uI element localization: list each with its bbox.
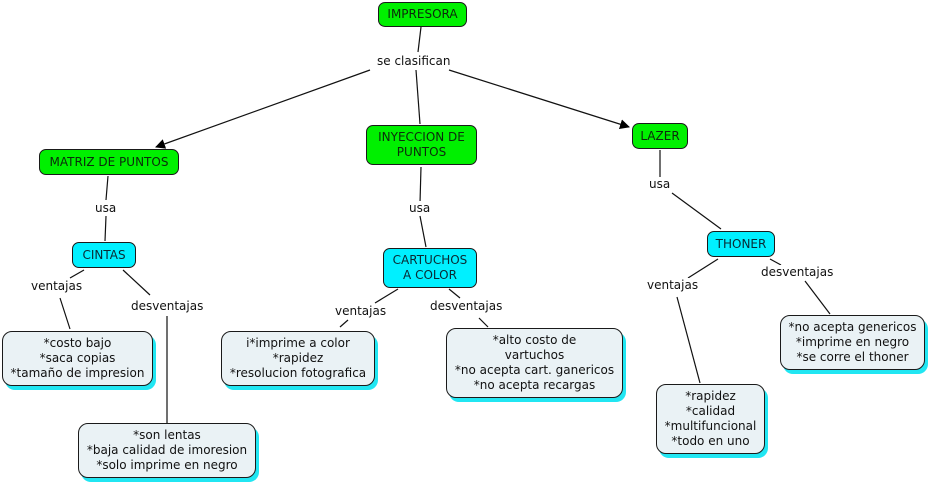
arrow-to-lazer — [448, 69, 630, 130]
note-advantages-inyeccion[interactable]: i*imprime a color *rapidez *resolucion f… — [221, 331, 375, 386]
node-impresora[interactable]: IMPRESORA — [378, 2, 467, 27]
node-thoner[interactable]: THONER — [707, 231, 775, 257]
arrow-to-matriz — [155, 69, 371, 149]
link-label-ventajas: ventajas — [30, 279, 84, 293]
line-desventajas-note-2 — [478, 317, 489, 328]
line-usa-cintas — [104, 215, 107, 242]
line-usa-cartuchos — [419, 215, 427, 248]
line-usa-thoner — [671, 192, 722, 230]
link-label-se-clasifican: se clasifican — [376, 54, 452, 68]
note-disadvantages-matriz[interactable]: *son lentas *baja calidad de imoresion *… — [78, 423, 256, 478]
line-cartuchos-desventajas — [448, 288, 461, 299]
link-label-usa: usa — [648, 177, 672, 191]
link-label-desventajas: desventajas — [760, 265, 835, 279]
line-desventajas-note-3 — [804, 280, 831, 315]
link-label-desventajas: desventajas — [130, 299, 205, 313]
line-cintas-desventajas — [122, 269, 151, 296]
line-cintas-ventajas — [69, 269, 85, 279]
line-ventajas-note-2 — [339, 319, 349, 328]
node-inyeccion-de-puntos[interactable]: INYECCION DE PUNTOS — [366, 125, 477, 165]
line-thoner-desventajas — [769, 258, 782, 266]
line-cartuchos-ventajas — [374, 288, 399, 304]
line-inyeccion-usa — [419, 166, 422, 204]
link-label-usa: usa — [94, 201, 118, 215]
line-root-to-se-clasifican — [417, 26, 422, 53]
node-cartuchos-a-color[interactable]: CARTUCHOS A COLOR — [383, 248, 477, 288]
line-matriz-usa — [105, 175, 109, 201]
node-lazer[interactable]: LAZER — [632, 123, 688, 149]
note-advantages-matriz[interactable]: *costo bajo *saca copias *tamaño de impr… — [2, 331, 153, 386]
node-matriz-de-puntos[interactable]: MATRIZ DE PUNTOS — [39, 149, 179, 175]
note-advantages-lazer[interactable]: *rapidez *calidad *multifuncional *todo … — [656, 384, 765, 454]
line-ventajas-note — [59, 297, 71, 330]
node-cintas[interactable]: CINTAS — [72, 242, 136, 268]
link-label-desventajas: desventajas — [429, 299, 504, 313]
line-to-inyeccion — [415, 69, 421, 125]
line-thoner-ventajas — [687, 258, 719, 279]
note-disadvantages-inyeccion[interactable]: *alto costo de vartuchos *no acepta cart… — [446, 328, 623, 398]
line-ventajas-note-3 — [676, 296, 701, 384]
link-label-ventajas: ventajas — [334, 304, 388, 318]
note-disadvantages-lazer[interactable]: *no acepta genericos *imprime en negro *… — [780, 315, 925, 370]
link-label-ventajas: ventajas — [646, 278, 700, 292]
link-label-usa: usa — [408, 201, 432, 215]
